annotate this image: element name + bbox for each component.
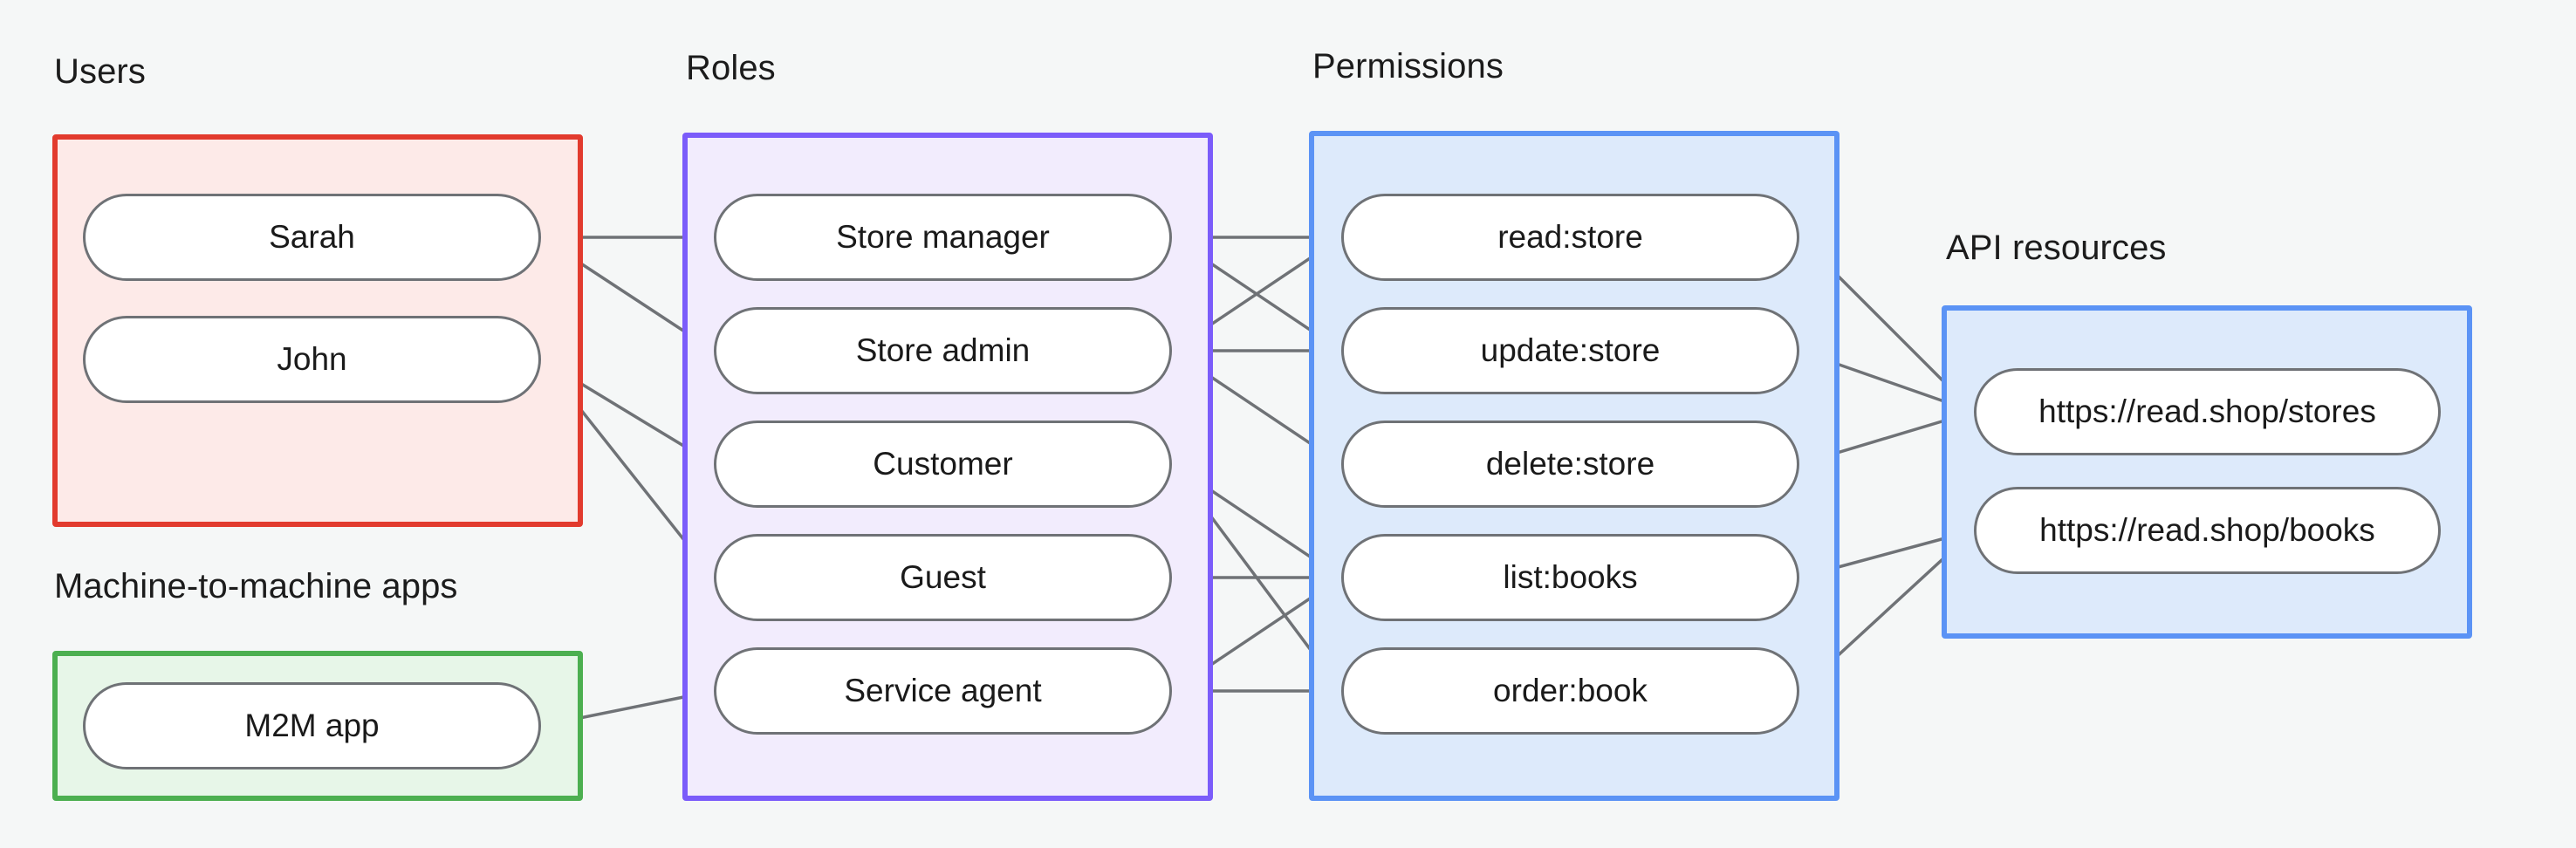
node-m2m-app[interactable]: M2M app xyxy=(83,682,541,769)
node-delete-store[interactable]: delete:store xyxy=(1341,421,1799,508)
node-store-manager[interactable]: Store manager xyxy=(714,194,1172,281)
node-order-book[interactable]: order:book xyxy=(1341,647,1799,735)
group-api-resources xyxy=(1942,305,2472,639)
group-caption-permissions: Permissions xyxy=(1312,47,1504,85)
node-list-books[interactable]: list:books xyxy=(1341,534,1799,621)
group-caption-api-resources: API resources xyxy=(1946,229,2167,267)
node-sarah[interactable]: Sarah xyxy=(83,194,541,281)
node-read-store[interactable]: read:store xyxy=(1341,194,1799,281)
node-res-books[interactable]: https://read.shop/books xyxy=(1974,487,2441,574)
group-caption-m2m: Machine-to-machine apps xyxy=(54,567,458,605)
node-service-agent[interactable]: Service agent xyxy=(714,647,1172,735)
node-store-admin[interactable]: Store admin xyxy=(714,307,1172,394)
node-update-store[interactable]: update:store xyxy=(1341,307,1799,394)
node-john[interactable]: John xyxy=(83,316,541,403)
node-customer[interactable]: Customer xyxy=(714,421,1172,508)
group-caption-users: Users xyxy=(54,52,146,91)
group-caption-roles: Roles xyxy=(686,49,776,87)
node-guest[interactable]: Guest xyxy=(714,534,1172,621)
node-res-stores[interactable]: https://read.shop/stores xyxy=(1974,368,2441,455)
